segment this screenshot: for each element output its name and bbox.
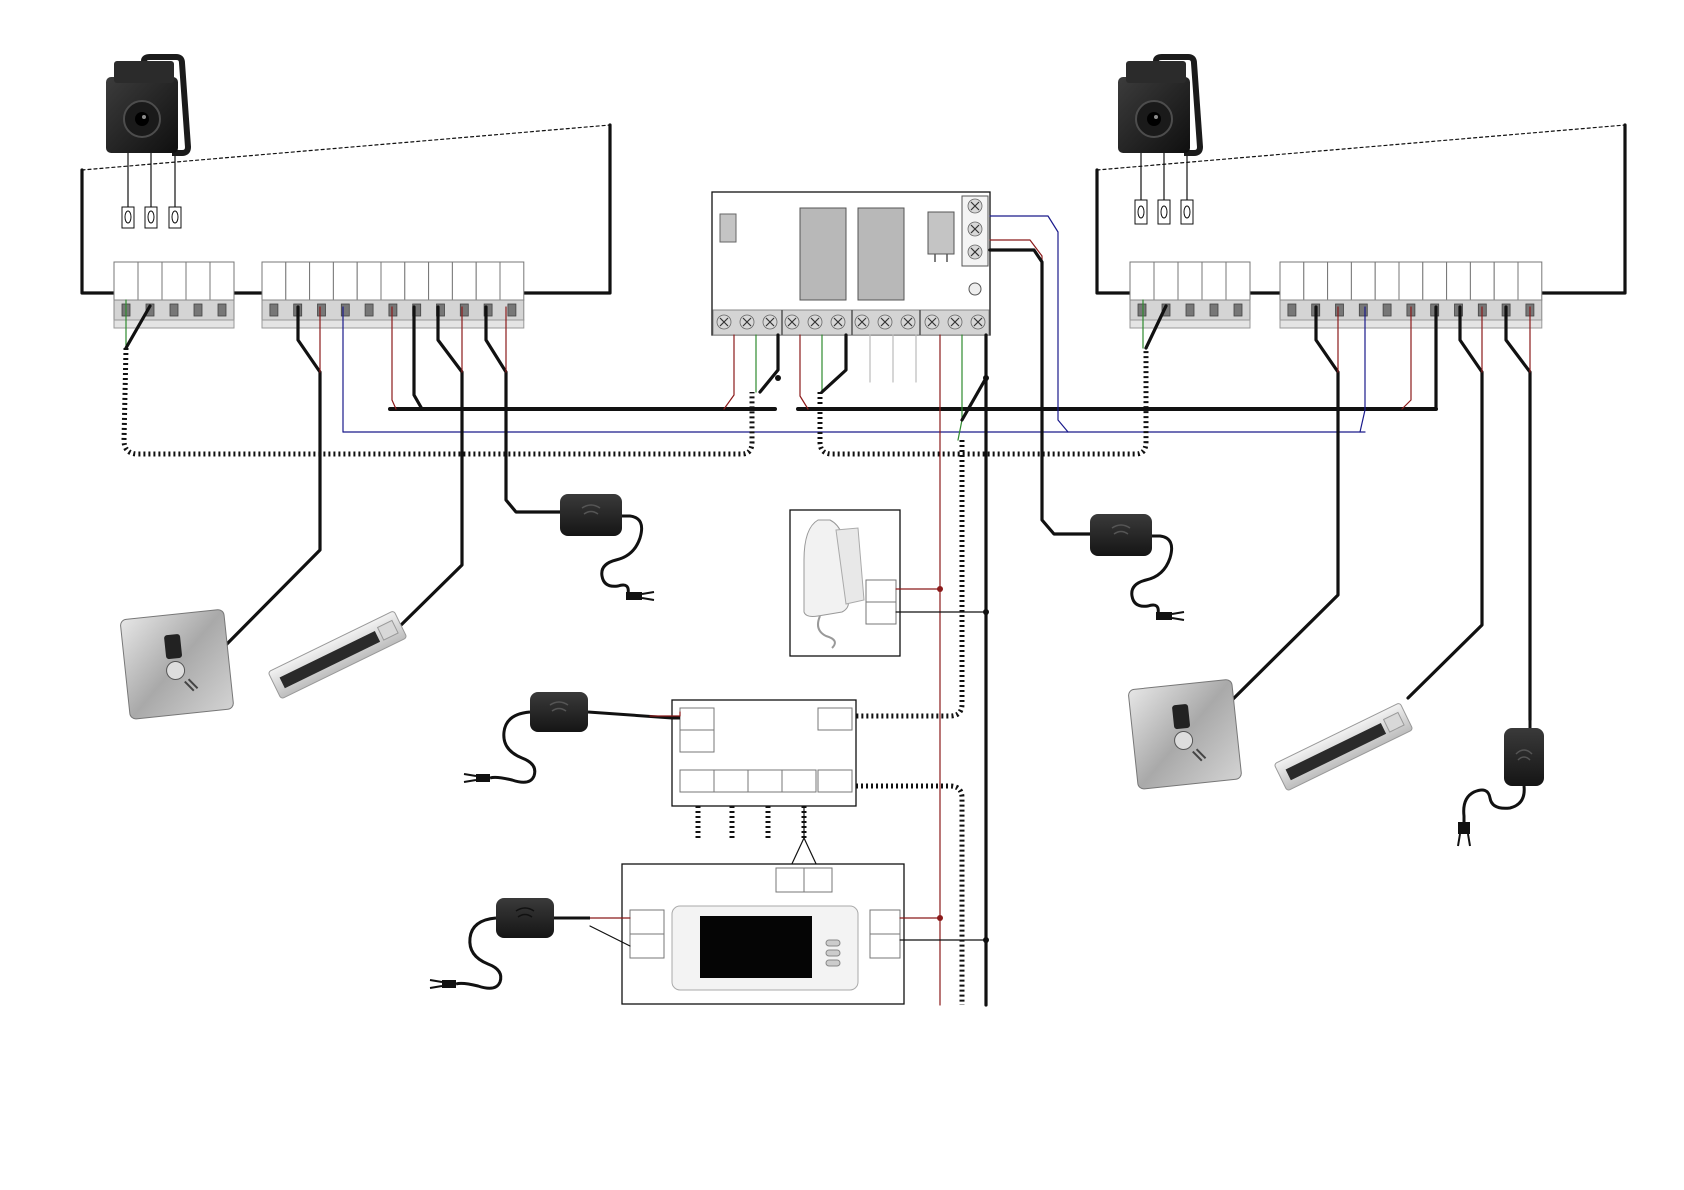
camera-wires-right xyxy=(1135,150,1193,224)
board-screw-bottom-1 xyxy=(717,315,731,329)
exit-button-left xyxy=(120,609,234,719)
camera-wires-left xyxy=(122,150,181,228)
board-screw-bottom-5 xyxy=(808,315,822,329)
distributor-output-1 xyxy=(680,770,714,792)
magnetic-lock-right xyxy=(1274,703,1413,791)
board-screw-side-3 xyxy=(968,245,982,259)
vertical-trunk-green xyxy=(958,335,962,440)
board-screw-bottom-8 xyxy=(878,315,892,329)
camera-assembly-left xyxy=(82,57,610,293)
board-screw-bottom-10 xyxy=(925,315,939,329)
video-distributor xyxy=(672,700,856,868)
bus-dotted-right xyxy=(820,348,1146,454)
power-adapter-distributor xyxy=(464,692,680,782)
board-screw-bottom-2 xyxy=(740,315,754,329)
board-screw-bottom-3 xyxy=(763,315,777,329)
board-screw-bottom-6 xyxy=(831,315,845,329)
pinhole-camera-left xyxy=(106,57,188,153)
terminal-block-left-small xyxy=(114,262,234,328)
video-distributor-outputs xyxy=(680,770,852,792)
exit-button-right xyxy=(1128,679,1242,789)
board-screw-bottom-4 xyxy=(785,315,799,329)
power-adapter-right xyxy=(1090,514,1184,620)
left-terminal-wiring xyxy=(126,300,560,655)
power-adapter-left xyxy=(560,494,654,600)
board-screw-bottom-9 xyxy=(901,315,915,329)
pinhole-camera-right xyxy=(1118,57,1200,153)
video-monitor xyxy=(590,864,986,1004)
video-monitor-unit xyxy=(672,906,858,990)
distributor-output-2 xyxy=(714,770,748,792)
magnetic-lock-left xyxy=(268,611,407,699)
power-adapter-monitor xyxy=(430,898,590,988)
distributor-output-3 xyxy=(748,770,782,792)
board-screw-bottom-11 xyxy=(948,315,962,329)
board-screw-side-2 xyxy=(968,222,982,236)
camera-assembly-right xyxy=(1097,57,1625,293)
distributor-output-5 xyxy=(818,770,852,792)
control-board xyxy=(712,192,990,335)
intercom-handset xyxy=(790,510,986,656)
board-screw-bottom-7 xyxy=(855,315,869,329)
board-screw-bottom-12 xyxy=(971,315,985,329)
distributor-output-4 xyxy=(782,770,816,792)
right-terminal-wiring xyxy=(1143,300,1530,720)
board-screw-side-1 xyxy=(968,199,982,213)
power-adapter-right-lock xyxy=(1458,720,1544,846)
bus-dotted-left xyxy=(124,348,752,454)
terminal-block-right-small xyxy=(1130,262,1250,328)
